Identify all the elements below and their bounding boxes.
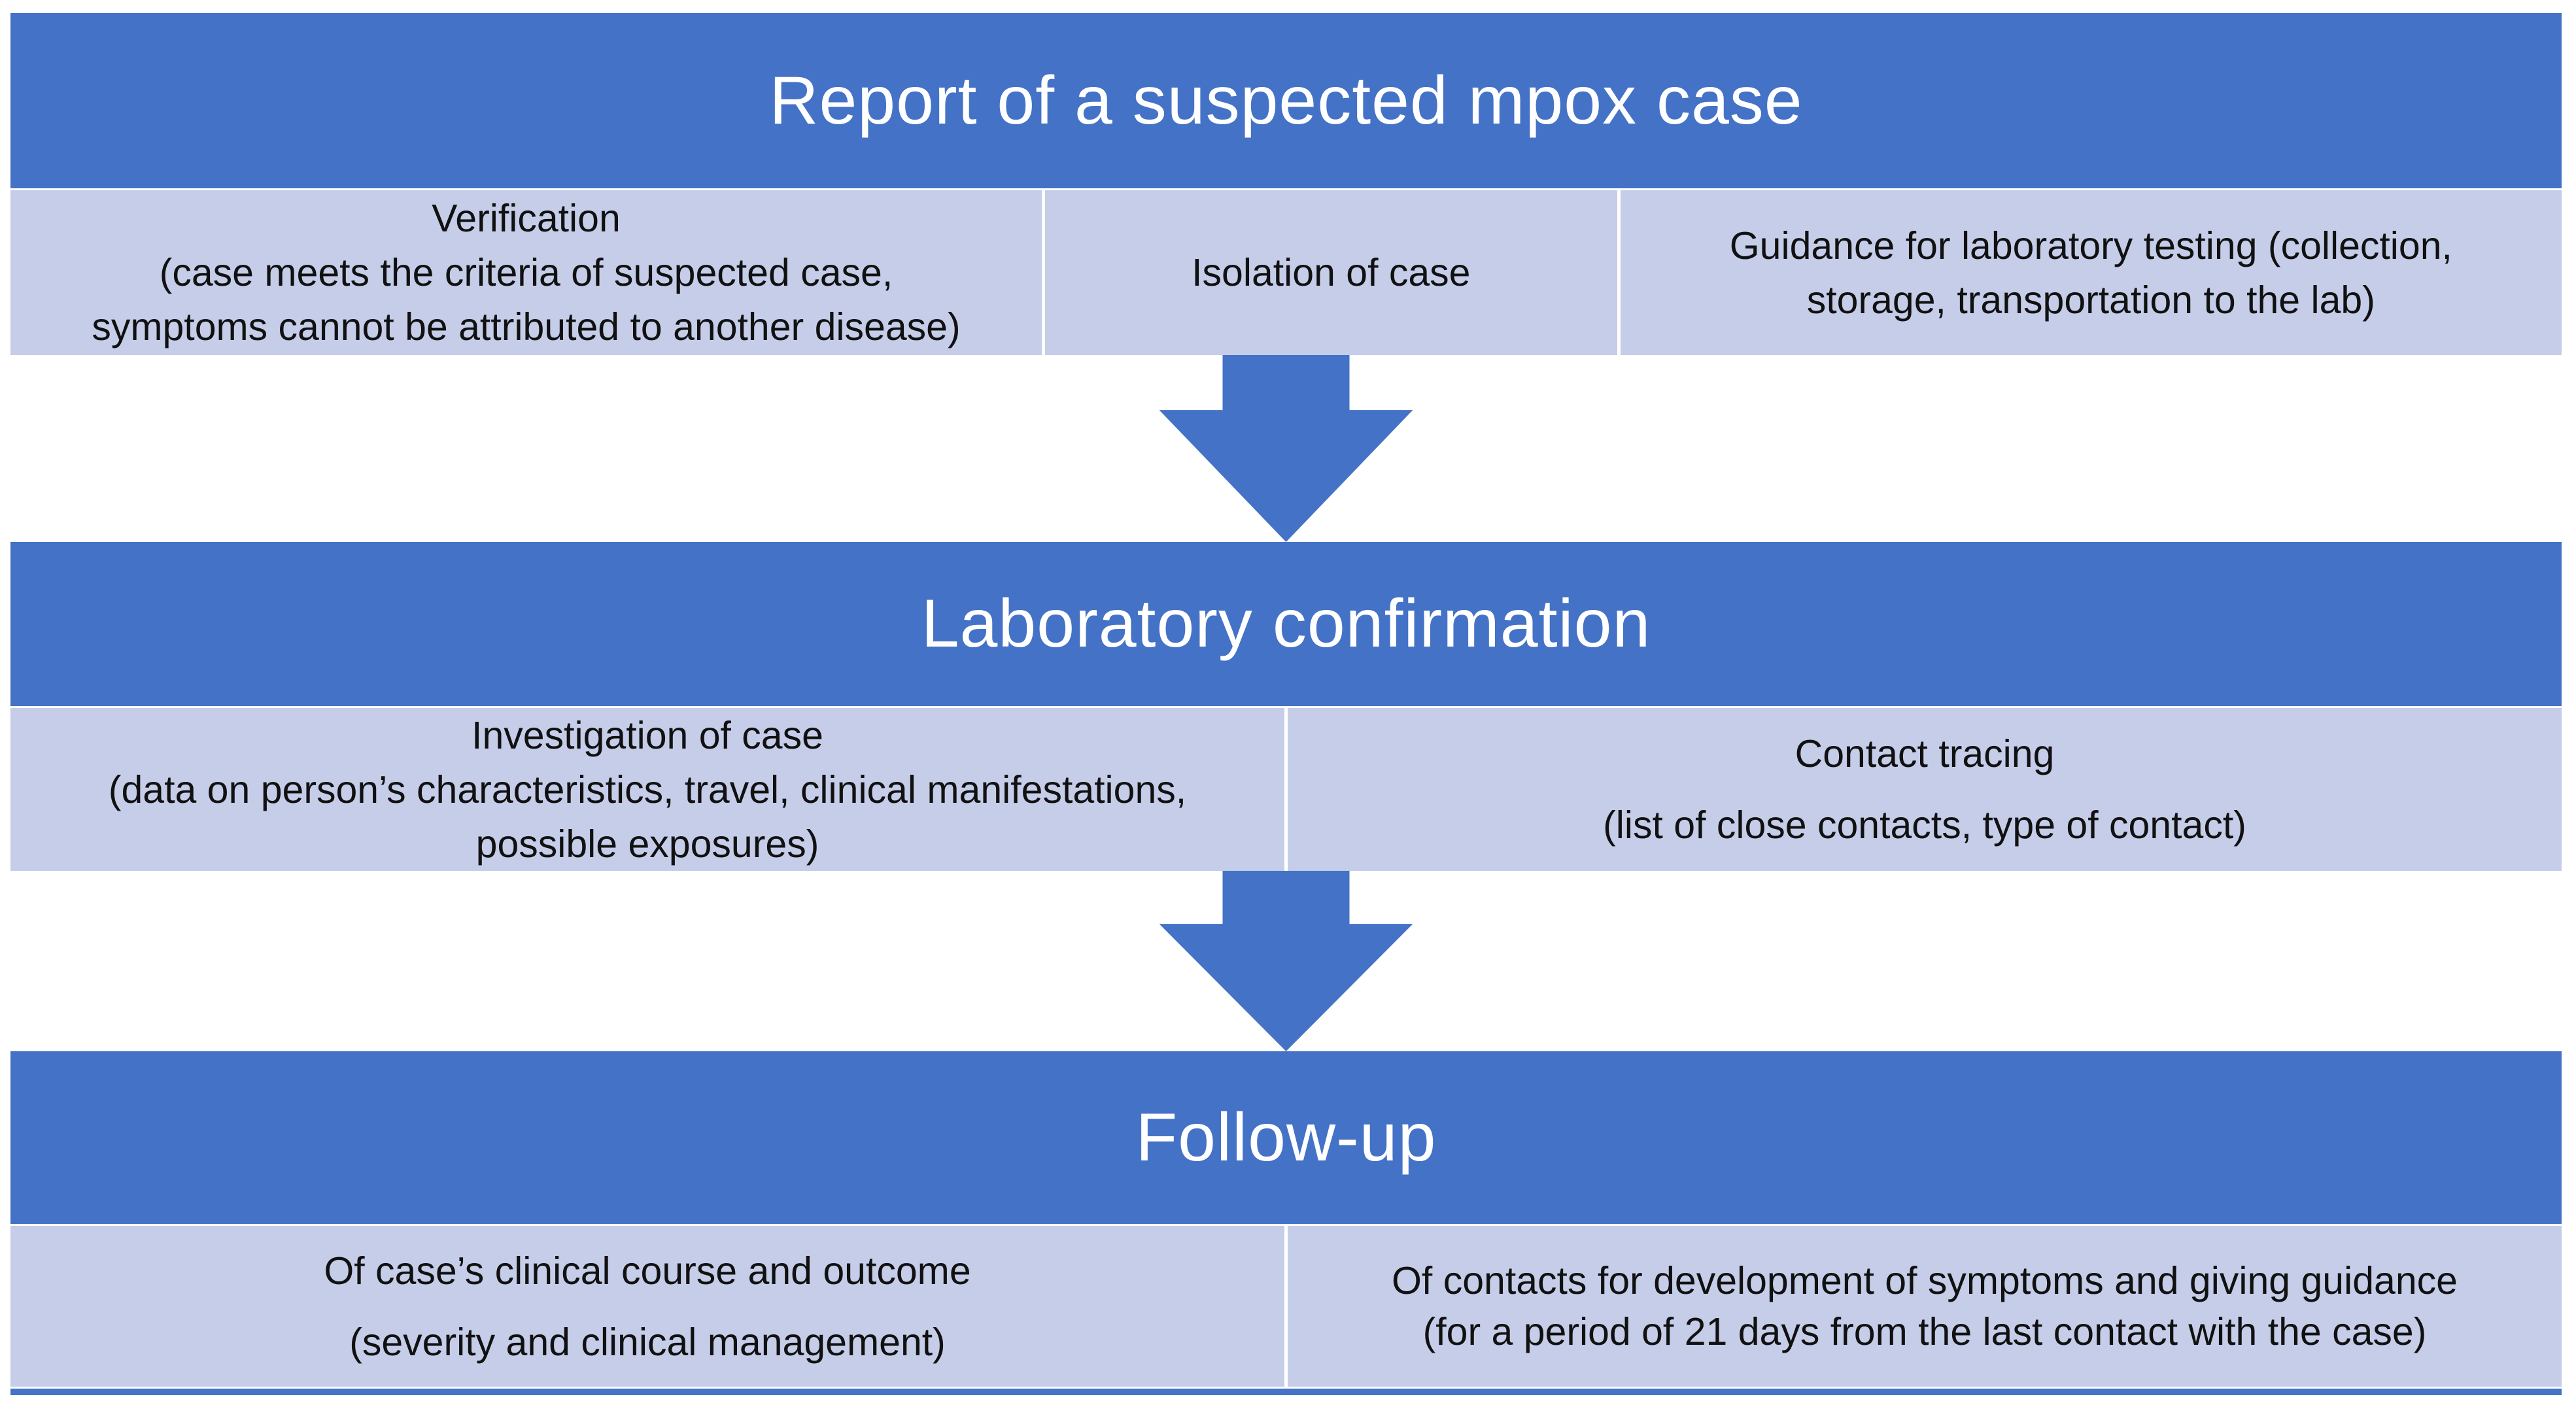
follow-up-subtask-row: Of case’s clinical course and outcome (s… (10, 1226, 2562, 1387)
cell-line: Guidance for laboratory testing (collect… (1729, 224, 2452, 267)
cell-line: (data on person’s characteristics, trave… (108, 768, 1187, 811)
cell-line: Isolation of case (1192, 251, 1471, 294)
report-subtask-row: Verification (case meets the criteria of… (10, 190, 2562, 355)
flow-step-connector (10, 871, 2562, 1051)
cell-line: (case meets the criteria of suspected ca… (159, 251, 893, 294)
cell-verification: Verification (case meets the criteria of… (10, 190, 1042, 355)
cell-contact-tracing: Contact tracing (list of close contacts,… (1288, 708, 2562, 871)
section-header-report: Report of a suspected mpox case (10, 13, 2562, 188)
lab-subtask-row: Investigation of case (data on person’s … (10, 708, 2562, 871)
cell-line: possible exposures) (475, 822, 819, 866)
cell-contacts-follow-up: Of contacts for development of symptoms … (1288, 1226, 2562, 1387)
cell-lab-guidance: Guidance for laboratory testing (collect… (1620, 190, 2562, 355)
cell-line: Of contacts for development of symptoms … (1392, 1259, 2458, 1302)
cell-line: Investigation of case (472, 713, 823, 757)
cell-line: storage, transportation to the lab) (1806, 278, 2375, 322)
down-arrow-icon (1159, 355, 1413, 542)
section-header-follow-up: Follow-up (10, 1051, 2562, 1224)
cell-line: Contact tracing (1795, 732, 2055, 775)
section-title: Laboratory confirmation (921, 586, 1651, 662)
cell-isolation: Isolation of case (1044, 190, 1617, 355)
section-title: Follow-up (1135, 1099, 1437, 1175)
cell-line: (severity and clinical management) (349, 1320, 946, 1364)
down-arrow-icon (1159, 871, 1413, 1051)
section-title: Report of a suspected mpox case (769, 62, 1803, 139)
flow-diagram: Report of a suspected mpox case Verifica… (10, 13, 2562, 1395)
cell-line: Verification (432, 197, 621, 240)
cell-line: (for a period of 21 days from the last c… (1422, 1310, 2427, 1353)
flow-step-connector (10, 355, 2562, 542)
cell-investigation: Investigation of case (data on person’s … (10, 708, 1284, 871)
cell-line: (list of close contacts, type of contact… (1603, 803, 2246, 847)
bottom-rule (10, 1389, 2562, 1395)
section-header-lab-confirmation: Laboratory confirmation (10, 542, 2562, 706)
cell-line: Of case’s clinical course and outcome (324, 1249, 971, 1293)
cell-case-follow-up: Of case’s clinical course and outcome (s… (10, 1226, 1284, 1387)
cell-line: symptoms cannot be attributed to another… (92, 305, 961, 348)
